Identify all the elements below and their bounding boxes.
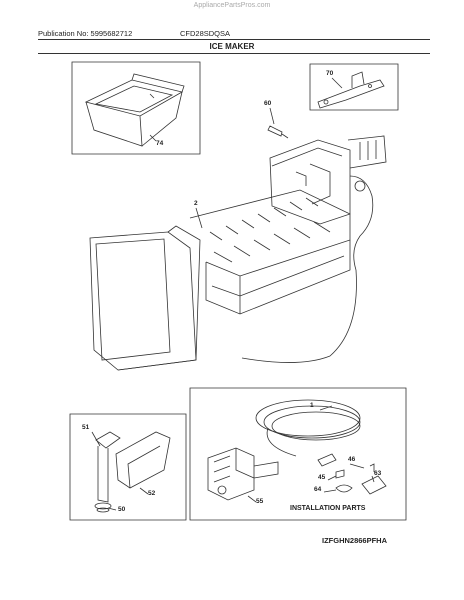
callout-64: 64	[314, 486, 322, 493]
callout-51: 51	[82, 424, 90, 431]
leader-55	[247, 495, 257, 503]
leader-1	[319, 405, 333, 411]
callout-45: 45	[318, 474, 326, 481]
screw-drawing	[267, 125, 289, 139]
callout-52: 52	[148, 490, 156, 497]
water-line-drawing	[255, 399, 361, 457]
callout-46: 46	[348, 456, 356, 463]
leader-50	[107, 507, 117, 511]
callout-63: 63	[374, 470, 382, 477]
callout-1: 1	[310, 402, 314, 409]
callout-50: 50	[118, 506, 126, 513]
callout-74: 74	[156, 140, 164, 147]
inset-frame-bracket	[309, 63, 399, 111]
inset-frame-ice-bucket	[71, 61, 201, 155]
publication-number: Publication No: 5995682712	[38, 29, 133, 38]
inset-frame-fill-tube	[69, 413, 187, 521]
leader-64	[323, 489, 337, 493]
leader-51	[91, 431, 101, 447]
header-divider-top	[38, 39, 430, 40]
leader-46	[349, 463, 365, 469]
callout-55: 55	[256, 498, 264, 505]
leader-60	[269, 107, 275, 125]
model-number: CFD28SDQSA	[180, 29, 231, 38]
callout-2: 2	[194, 200, 198, 207]
leader-63	[371, 475, 375, 483]
fill-tube-drawing	[94, 431, 171, 513]
leader-45	[327, 475, 337, 481]
water-valve-drawing	[207, 447, 279, 501]
callout-60: 60	[264, 100, 272, 107]
inset-frame-installation	[189, 387, 407, 521]
leader-52	[139, 487, 149, 495]
mounting-bracket-drawing	[317, 71, 385, 109]
page-title: ICE MAKER	[209, 42, 255, 51]
callout-70: 70	[326, 70, 334, 77]
leader-74	[149, 134, 157, 142]
leader-70	[331, 77, 343, 89]
fittings-drawing	[317, 453, 387, 495]
leader-2	[195, 207, 203, 229]
diagram-code: IZFGHN2866PFHA	[322, 536, 388, 545]
watermark-text: AppliancePartsPros.com	[193, 2, 271, 9]
header-divider-bottom	[38, 53, 430, 54]
ice-maker-assembly-drawing	[89, 135, 387, 371]
ice-bucket-drawing	[84, 73, 185, 147]
installation-parts-label: INSTALLATION PARTS	[290, 505, 366, 512]
